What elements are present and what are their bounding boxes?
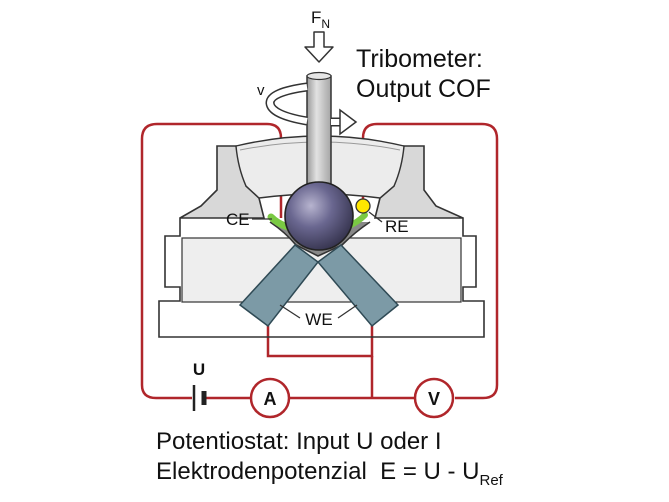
rotation-arrow-icon xyxy=(265,82,358,136)
ammeter-label: A xyxy=(264,389,277,409)
voltmeter-label: V xyxy=(428,389,440,409)
reference-electrode xyxy=(355,198,371,214)
circuit-wires xyxy=(140,122,499,400)
reference-electrode-wire xyxy=(361,122,499,400)
normal-force-arrow-icon xyxy=(304,31,334,63)
normal-force-symbol: F xyxy=(311,8,321,27)
potentiostat-title: Potentiostat: Input U oder I xyxy=(156,428,442,455)
working-electrodes xyxy=(238,243,400,328)
working-electrode-wire xyxy=(266,311,374,358)
normal-force-subscript: N xyxy=(321,17,330,31)
voltage-source-label: U xyxy=(193,360,205,379)
ball xyxy=(284,181,354,251)
counter-electrode-wire xyxy=(140,122,283,400)
counter-electrode-label: CE xyxy=(226,210,250,229)
electrode-potential-text: Elektrodenpotenzial E = U - U xyxy=(156,458,480,485)
normal-force-label: FN xyxy=(311,8,330,31)
voltmeter: V xyxy=(413,377,455,419)
electrode-potential-subscript: Ref xyxy=(480,472,504,489)
working-electrode-label: WE xyxy=(305,310,332,329)
working-electrode-left xyxy=(238,243,320,328)
tribometer-output: Output COF xyxy=(356,75,491,103)
working-electrode-right xyxy=(316,244,400,328)
tribometer-title: Tribometer: xyxy=(356,45,483,73)
rod-top xyxy=(306,71,332,81)
ammeter: A xyxy=(249,377,291,419)
tribometer-rod xyxy=(306,75,332,195)
electrode-potential-formula: Elektrodenpotenzial E = U - URef xyxy=(156,458,504,489)
velocity-label: v xyxy=(257,82,265,99)
reference-electrode-label: RE xyxy=(385,217,409,236)
label-leaders xyxy=(252,211,383,319)
voltage-source-icon xyxy=(192,385,207,411)
